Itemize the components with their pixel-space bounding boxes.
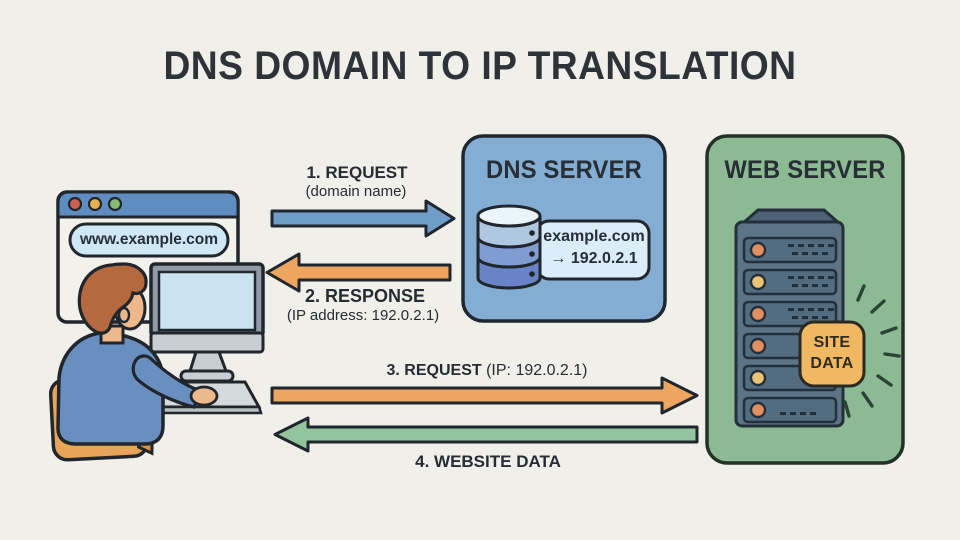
user-hand: [189, 385, 219, 407]
server-rack-icon: [734, 208, 845, 428]
dns-server-box: [461, 134, 667, 323]
page-title: DNS DOMAIN TO IP TRANSLATION: [163, 44, 797, 88]
desktop-monitor-icon: [149, 262, 265, 383]
web-server-box: [705, 134, 905, 465]
arrow-3-detail-text: (IP: 192.0.2.1): [486, 362, 588, 379]
user-arm: [131, 354, 203, 409]
arrow-4-website-data-icon: [273, 416, 699, 453]
dns-server-title: DNS SERVER: [486, 156, 642, 184]
arrow-2-label: 2. RESPONSE: [304, 286, 426, 306]
server-led-icons: [749, 241, 767, 419]
arrow-1-label: 1. REQUEST: [306, 163, 408, 182]
arrow-4-label: 4. WEBSITE DATA: [415, 452, 561, 471]
window-dot-red-icon: [67, 196, 83, 212]
arrow-1-request-icon: [270, 199, 456, 238]
site-data-line2: DATA: [810, 355, 854, 372]
arrow-1-detail: (domain name): [305, 183, 407, 200]
browser-titlebar: [56, 190, 240, 219]
web-server-title: WEB SERVER: [724, 156, 886, 184]
window-dot-yellow-icon: [87, 196, 103, 212]
arrow-2-detail: (IP address: 192.0.2.1): [286, 307, 440, 324]
site-data-badge: [798, 284, 901, 418]
arrow-2-response-icon: [265, 252, 452, 293]
site-data-line1: SITE: [813, 334, 851, 351]
user-figure: [56, 262, 219, 446]
arrow-3-step-text: 3. REQUEST: [386, 362, 482, 379]
browser-url-text: www.example.com: [79, 231, 219, 248]
database-icon: [476, 204, 542, 290]
user-hair: [77, 262, 148, 335]
arrow-3-label: 3. REQUEST (IP: 192.0.2.1): [387, 362, 588, 380]
server-vent-dashes: [780, 244, 834, 415]
sparkle-lines-icon: [843, 284, 901, 418]
url-bar: [68, 222, 230, 258]
arrow-3-request-icon: [270, 376, 699, 415]
dns-record-domain: example.com: [543, 228, 645, 245]
window-dot-green-icon: [107, 196, 123, 212]
dns-record-ip: → 192.0.2.1: [550, 250, 638, 267]
